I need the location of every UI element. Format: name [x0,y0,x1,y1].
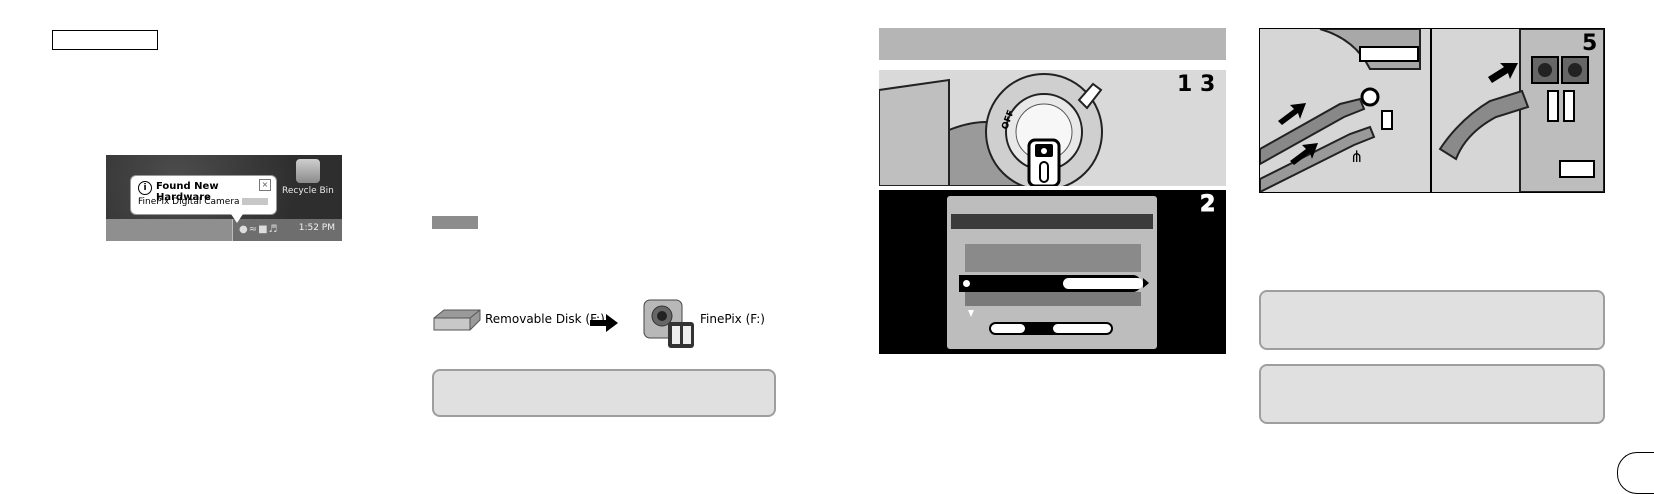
step-number-5: 5 [1582,31,1598,56]
note-box [432,369,776,417]
system-tray: ●≈■♬ 1:52 PM [232,219,342,241]
lcd-option-value [1063,278,1143,289]
lcd-menu-panel: 2 [879,190,1226,354]
selection-dot-icon [963,280,970,287]
right-arrow-icon [590,314,618,332]
step-number-2: 2 [1199,192,1216,218]
lcd-menu-row-2 [965,292,1141,306]
lcd-screen [947,196,1157,349]
balloon-body: FinePix Digital Camera [138,197,268,207]
lcd-title-bar [951,214,1153,229]
balloon-title: Found New Hardware [156,181,219,203]
removable-disk-icon [433,309,481,331]
section-label-box [52,30,158,50]
finepix-camera-icon [643,299,694,348]
windows-notification-screenshot: Recycle Bin ●≈■♬ 1:52 PM i Found New Har… [106,155,342,241]
recycle-bin-label: Recycle Bin [282,186,334,196]
mode-dial-illustration: OFF [879,70,1226,186]
usb-cable-illustration: ⋔ [1260,29,1604,192]
lcd-button-row [989,322,1113,335]
page-number-tab [1617,452,1654,494]
usb-connection-photo: ⋔ 5 [1259,28,1605,193]
note-tag [432,216,478,229]
info-box-top [1259,290,1605,350]
lcd-button-right [1053,324,1111,333]
right-triangle-icon [1143,278,1149,288]
step-number-1-3: 1 3 [1177,72,1216,97]
info-box-bottom [1259,364,1605,424]
info-icon: i [138,181,152,195]
removable-disk-label: Removable Disk (F:) [485,312,605,326]
recycle-bin-icon [296,159,320,183]
lcd-menu-row [965,244,1141,272]
lcd-button-left [991,324,1025,333]
tray-icons: ●≈■♬ [239,224,279,235]
camera-mode-dial-photo: OFF 1 3 [879,70,1226,186]
blurred-model-text [241,198,268,205]
finepix-drive-label: FinePix (F:) [700,312,765,326]
down-triangle-icon [968,310,974,317]
svg-text:⋔: ⋔ [1350,147,1363,166]
close-icon: × [259,179,271,191]
lcd-selected-row [959,275,1149,292]
found-new-hardware-balloon: i Found New Hardware × FinePix Digital C… [130,175,277,223]
tray-clock: 1:52 PM [298,223,335,233]
balloon-body-text: FinePix Digital Camera [138,197,240,207]
section-header-bar [879,28,1226,60]
